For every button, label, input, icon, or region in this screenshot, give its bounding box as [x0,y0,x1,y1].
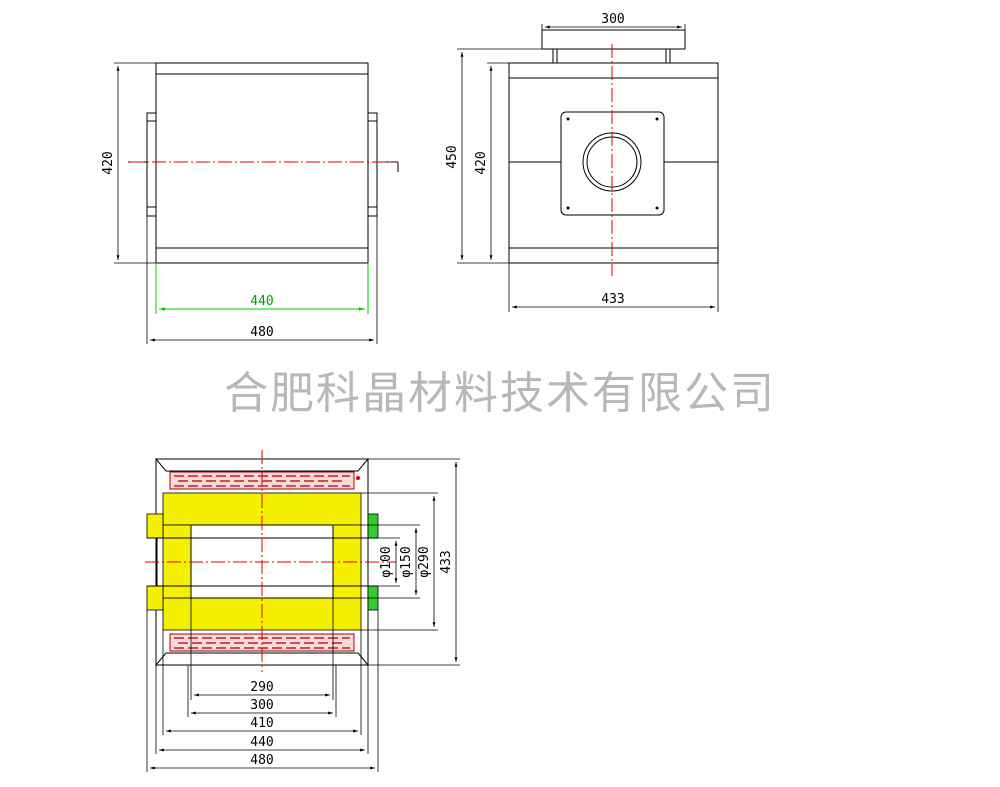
front-left-bracket [146,112,157,217]
side-dim-total-height: 450 [445,145,460,168]
section-dim-d150: φ150 [399,546,414,577]
section-view: φ100 φ150 φ290 433 290 300 410 440 [145,450,460,772]
front-body [155,62,369,264]
section-dim-410: 410 [250,716,273,731]
section-dim-300: 300 [250,698,273,713]
front-view: 420 440 480 [101,62,399,344]
side-dim-top-flange: 300 [601,12,624,27]
front-dim-height: 420 [101,151,116,174]
section-dim-440: 440 [250,735,273,750]
side-body [508,62,719,264]
company-name: 合肥科晶材料技术有限公司 [224,368,776,419]
side-view: 300 450 420 433 [445,12,719,312]
section-end-plug-top [367,513,379,539]
side-dim-width: 433 [601,292,624,307]
side-top-flange [541,29,686,50]
section-dim-height: 433 [439,550,454,573]
front-dim-total-width: 480 [250,325,273,340]
section-dim-d100: φ100 [379,546,394,577]
side-dim-body-height: 420 [474,151,489,174]
section-dim-d290: φ290 [417,546,432,577]
front-dim-inner-width: 440 [250,294,273,309]
section-dim-480: 480 [250,753,273,768]
front-right-bracket [367,112,378,217]
section-dim-290: 290 [250,680,273,695]
